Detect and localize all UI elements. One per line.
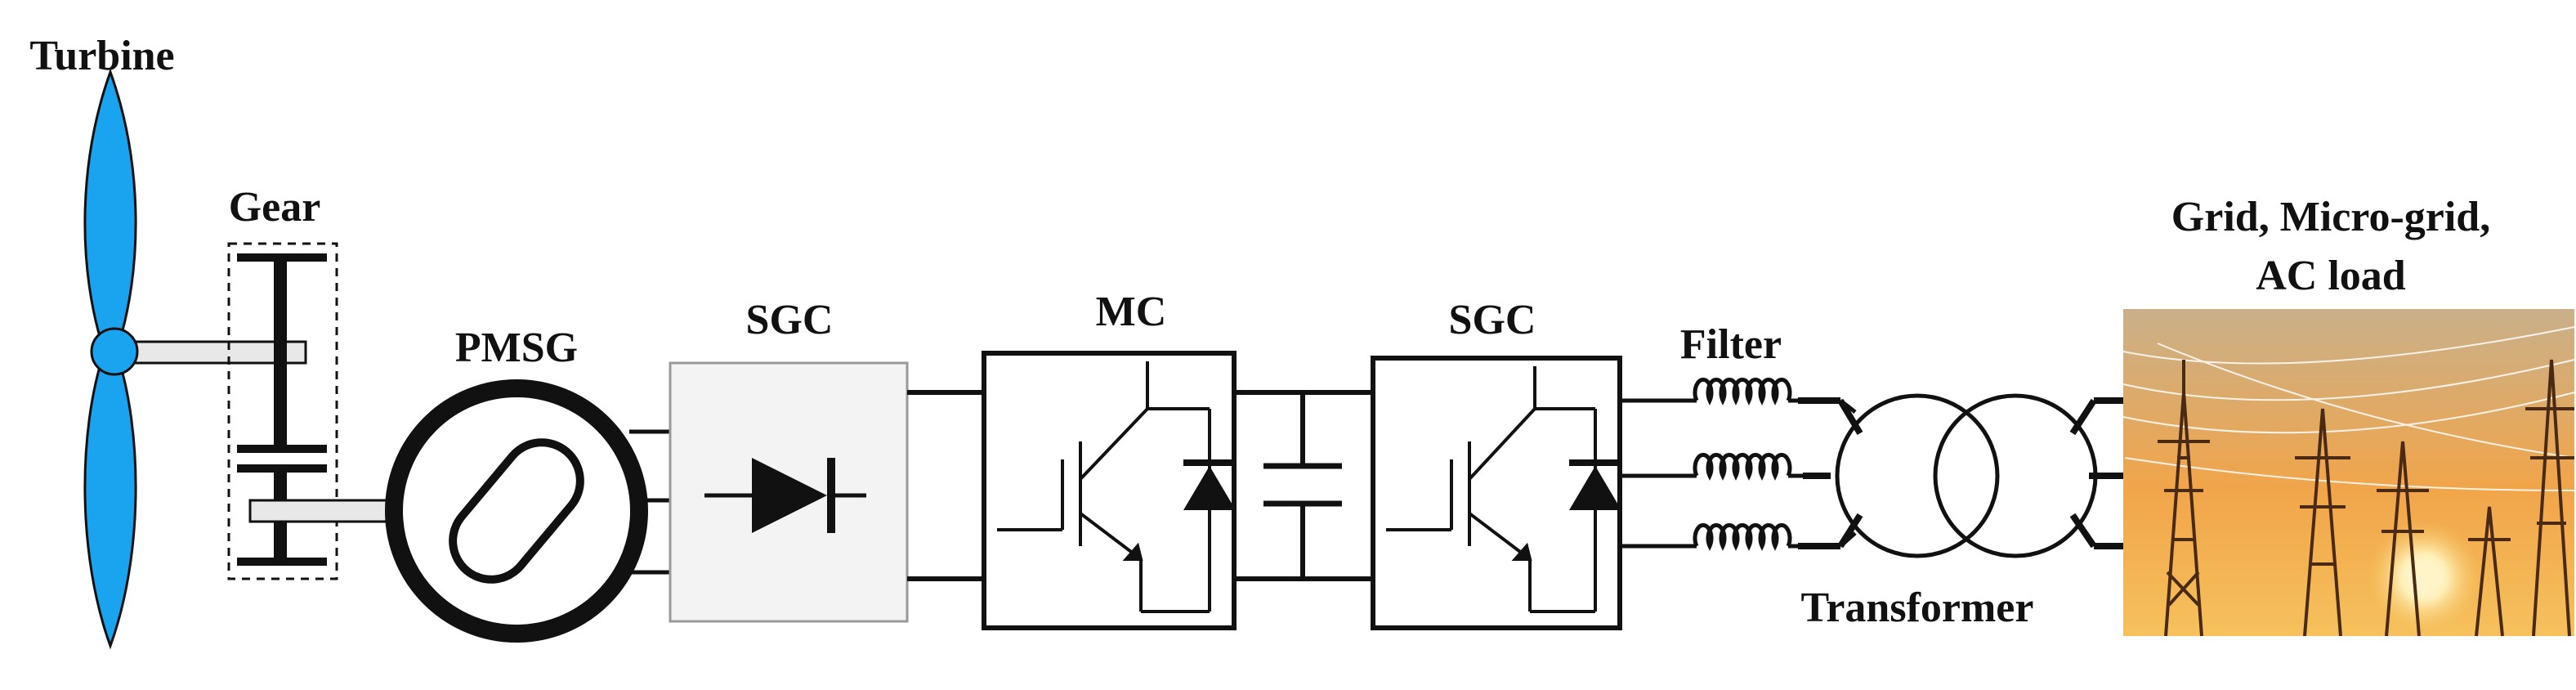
transformer-label: Transformer [1801, 585, 2034, 631]
grid-label-line1: Grid, Micro-grid, [2171, 194, 2490, 240]
wind-turbine-icon [83, 68, 307, 650]
gear-small-wheel-bottom-bar [237, 558, 327, 566]
inductor-icon [1620, 377, 1857, 551]
gear-small-wheel-top-bar [237, 464, 327, 473]
diode-bar [827, 458, 835, 533]
sgc-right-box [1371, 356, 1622, 630]
gear-big-wheel-shaft [274, 260, 287, 448]
capacitor-icon [1234, 390, 1373, 581]
generator-rotor [449, 438, 584, 584]
sgc-right-diode-triangle [1569, 466, 1621, 510]
turbine-label: Turbine [29, 33, 174, 79]
sgc-right-block [1371, 356, 1622, 630]
generator-icon [385, 379, 670, 643]
sgc-left-label: SGC [746, 297, 834, 343]
sgc-right-diode-bar [1569, 459, 1621, 466]
turbine-blade-top [83, 68, 137, 352]
mc-box [982, 351, 1237, 630]
gear-label: Gear [229, 184, 321, 231]
sgc-right-label: SGC [1449, 297, 1536, 343]
power-grid-photo [2122, 309, 2575, 637]
gear-big-wheel-top-bar [237, 253, 327, 262]
filter-label: Filter [1680, 321, 1782, 368]
gearbox-icon [227, 242, 389, 580]
grid-power-lines [2122, 326, 2575, 491]
mc-diode-bar [1183, 459, 1236, 466]
mc-block [982, 351, 1237, 630]
generator-stator [385, 379, 648, 643]
diode-triangle [752, 458, 827, 533]
transformer-secondary-coil [1933, 393, 2098, 558]
gear-big-wheel-bottom-bar [237, 445, 327, 453]
transformer-primary-coil [1835, 393, 2000, 558]
sgc-left-block [669, 361, 984, 623]
turbine-hub [90, 327, 139, 376]
igbt-icon-right [1386, 366, 1597, 613]
turbine-blade-bottom [83, 352, 137, 650]
grid-towers [2158, 359, 2574, 637]
mc-label: MC [1096, 289, 1167, 335]
transformer-icon [1798, 393, 2125, 558]
mc-diode-triangle [1183, 466, 1236, 510]
diode-icon [704, 458, 866, 533]
igbt-icon [997, 361, 1211, 613]
pmsg-label: PMSG [455, 325, 578, 371]
grid-sun-core [2411, 564, 2437, 590]
grid-label-line2: AC load [2256, 253, 2406, 299]
gear-output-shaft [248, 499, 389, 523]
